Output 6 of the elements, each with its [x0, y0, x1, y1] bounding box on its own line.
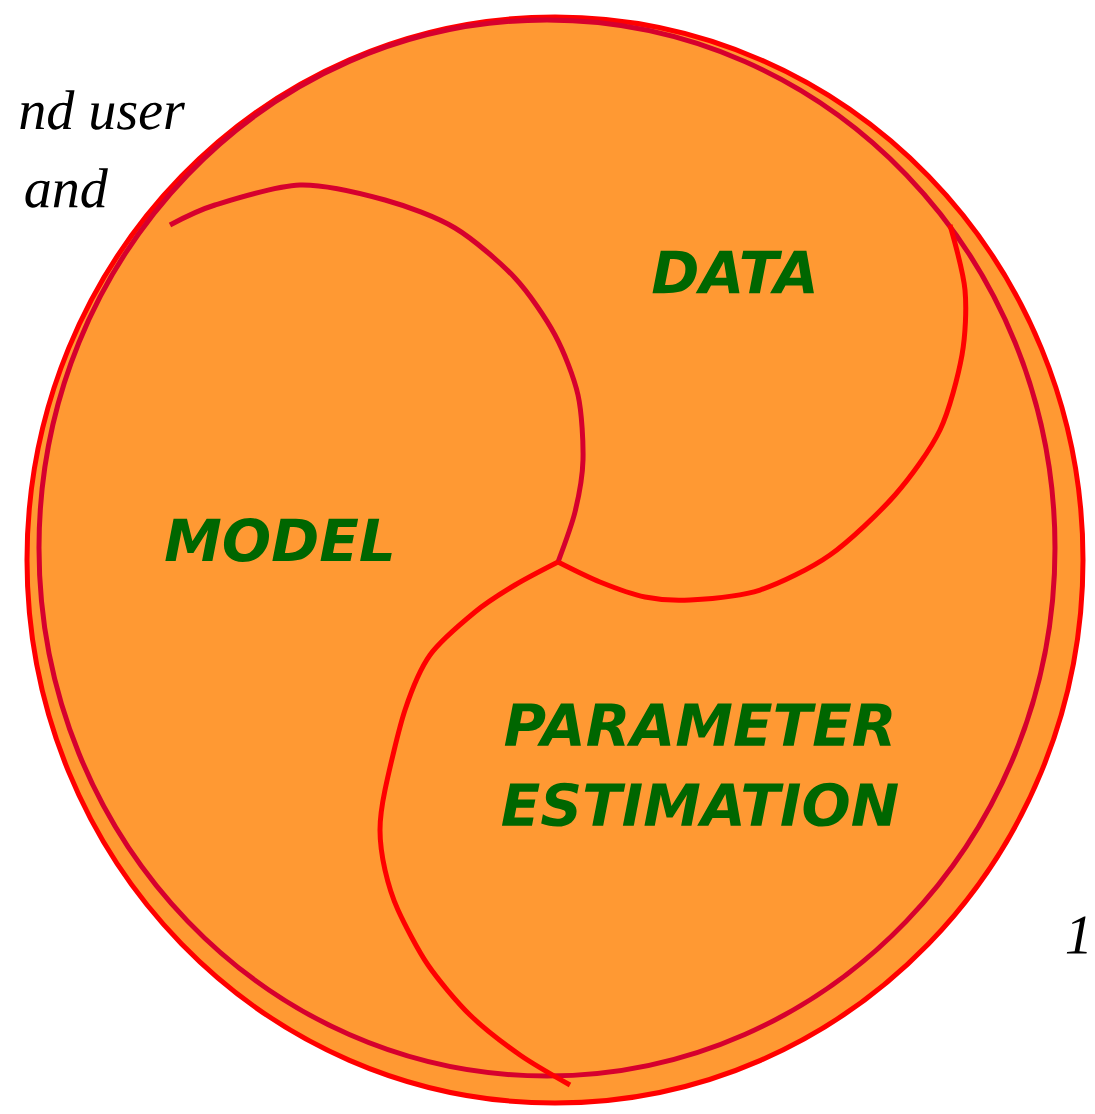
text-fragment: and	[25, 168, 108, 208]
text-fragment: 1	[1066, 916, 1087, 954]
region-label: PARAMETER ESTIMATION	[501, 703, 899, 827]
region-label: DATA	[652, 250, 814, 294]
region-label: MODEL	[165, 518, 392, 562]
text-fragment: nd user	[20, 90, 185, 130]
